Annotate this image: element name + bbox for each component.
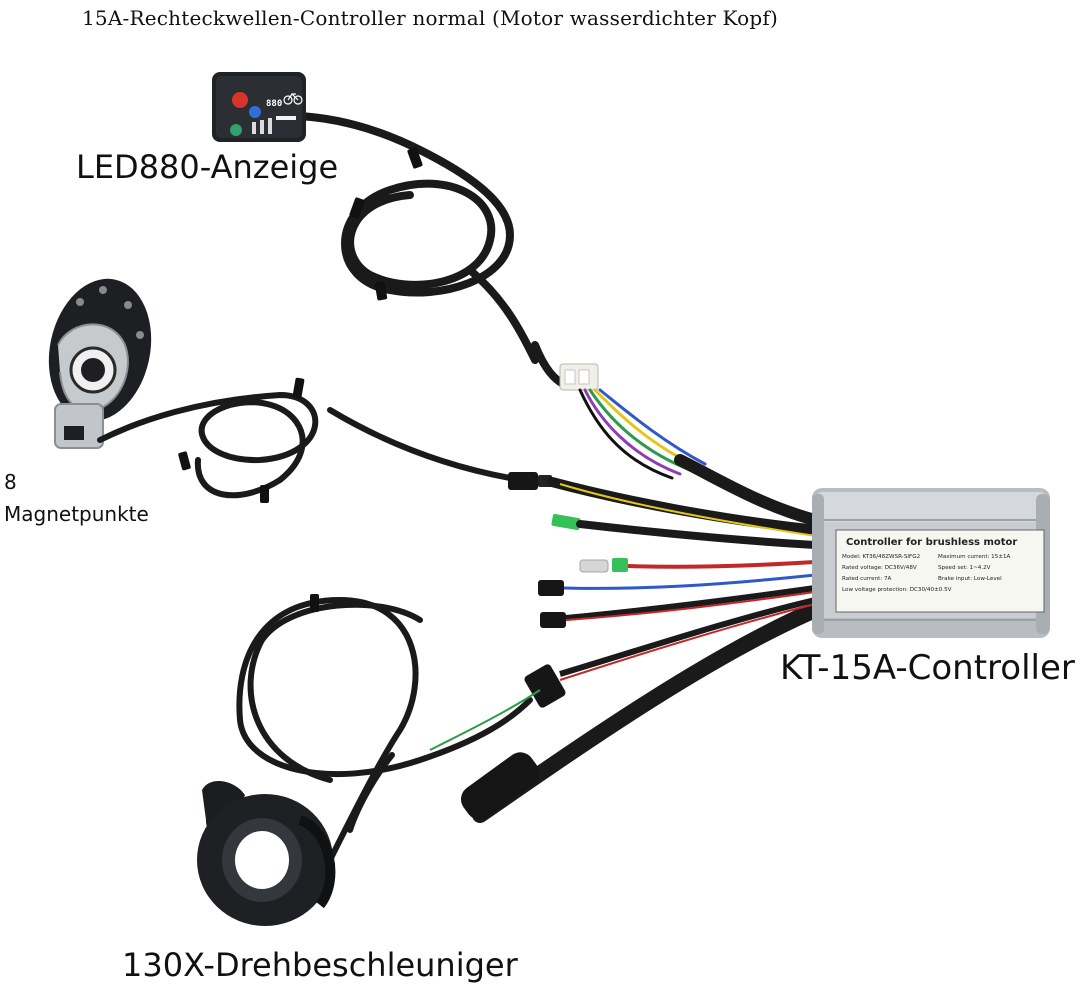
display-caption: LED880-Anzeige — [76, 148, 339, 186]
power-button-icon — [232, 92, 248, 108]
brake-leads — [538, 513, 819, 628]
controller-speed-set: Speed set: 1~4.2V — [938, 565, 991, 571]
pas-sensor — [48, 278, 152, 449]
pas-caption: Magnetpunkte — [4, 502, 149, 526]
mode-button-icon — [249, 106, 261, 118]
controller-brake-input: Brake input: Low-Level — [938, 576, 1002, 582]
controller-rated-voltage: Rated voltage: DC36V/48V — [842, 565, 917, 571]
display-cable-sheath — [674, 454, 821, 526]
pas-count-caption: 8 — [4, 470, 17, 494]
controller-max-current: Maximum current: 15±1A — [938, 554, 1011, 560]
throttle-caption: 130X-Drehbeschleuniger — [122, 946, 518, 984]
controller-model: Model: KT36/48ZWSR-SIFG2 — [842, 554, 920, 560]
controller-caption: KT-15A-Controller — [780, 648, 1075, 688]
throttle-130x — [197, 780, 336, 926]
page-title: 15A-Rechteckwellen-Controller normal (Mo… — [82, 6, 778, 30]
controller-low-voltage: Low voltage protection: DC30/40±0.5V — [842, 587, 952, 593]
throttle-cable — [236, 596, 533, 863]
pas-wire-yellow — [559, 483, 816, 537]
controller-label-sticker — [835, 529, 1045, 613]
display-number: 880 — [266, 99, 282, 109]
throttle-cable-tie — [310, 594, 319, 612]
led880-display: 880 — [212, 72, 306, 142]
throttle-connector — [429, 597, 816, 751]
motor-cable — [460, 602, 823, 823]
pas-connector — [508, 472, 552, 490]
display-connector — [559, 363, 599, 391]
pas-cable-ties — [178, 377, 305, 503]
assist-button-icon — [230, 124, 242, 136]
kt15a-controller: Controller for brushless motor Model: KT… — [812, 488, 1050, 638]
controller-rated-current: Rated current: 7A — [842, 576, 892, 582]
pas-cable — [97, 391, 513, 499]
display-cable-ties — [349, 147, 423, 301]
bicycle-icon — [283, 93, 303, 105]
controller-heading: Controller for brushless motor — [846, 537, 1017, 548]
